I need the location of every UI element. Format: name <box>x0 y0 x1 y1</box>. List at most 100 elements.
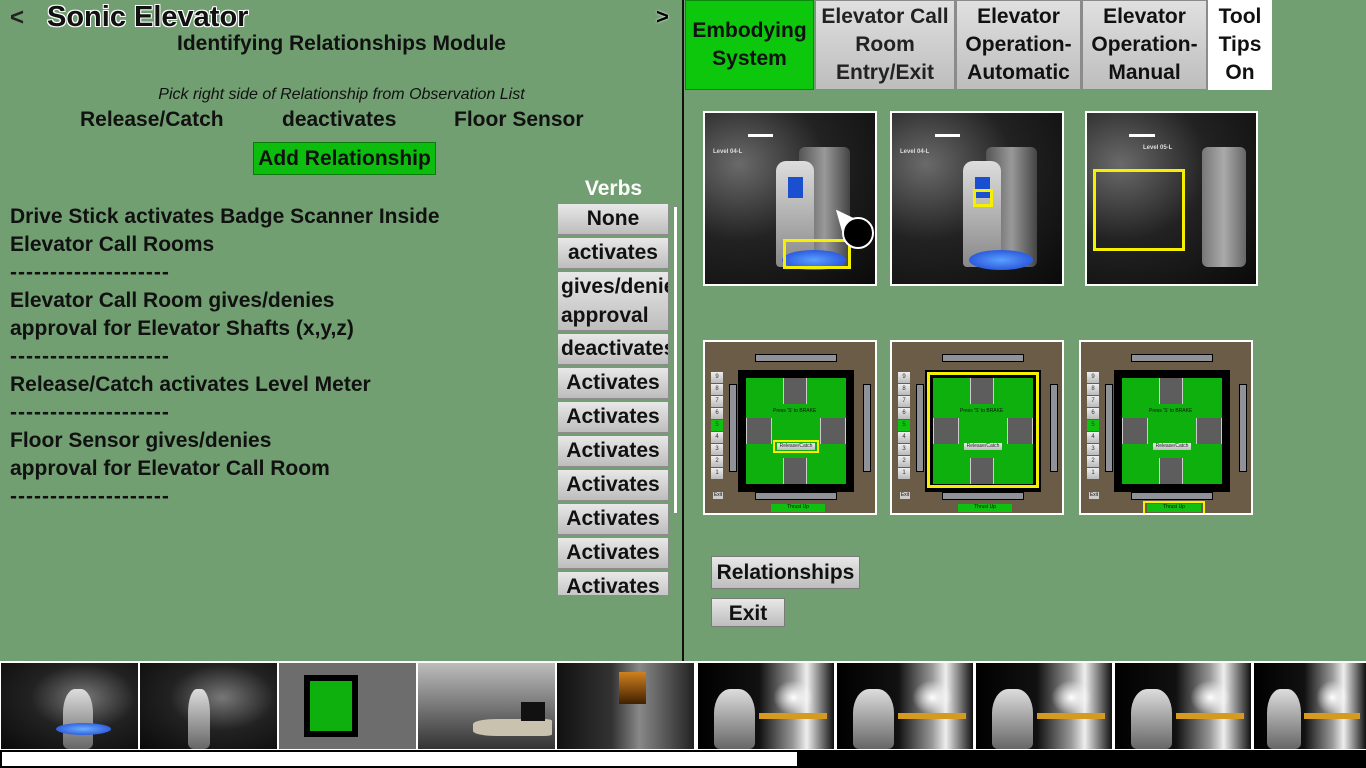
floor-button: 4 <box>898 432 910 443</box>
separator: -------------------- <box>10 485 170 508</box>
relationships-button[interactable]: Relationships <box>711 556 860 589</box>
glow <box>1050 680 1092 715</box>
thrust-bar <box>1131 492 1213 500</box>
relationship-right-term[interactable]: Floor Sensor <box>454 108 584 131</box>
verb-button[interactable]: activates <box>557 237 669 269</box>
floor-button: 1 <box>711 468 723 479</box>
arrow-right-icon <box>820 418 846 444</box>
previous-button[interactable]: < <box>10 4 25 31</box>
control-field <box>303 675 359 737</box>
panel-divider <box>682 0 684 661</box>
hover-pad <box>968 249 1034 271</box>
filmstrip-thumbnail[interactable] <box>976 663 1112 749</box>
level-sign: Level 05-L <box>1143 145 1173 151</box>
verbs-title: Verbs <box>584 177 643 200</box>
robot-figure <box>1131 688 1173 749</box>
control-panel-image-field[interactable]: Press 'S' to BRAKE Release/Catch 9 8 7 6… <box>890 340 1064 515</box>
shaft-window <box>618 671 647 705</box>
verb-button[interactable]: Activates <box>557 469 669 501</box>
tab-embodying-system[interactable]: Embodying System <box>685 0 814 90</box>
floor-button: 9 <box>898 372 910 383</box>
floor-button: 6 <box>1087 408 1099 419</box>
next-button[interactable]: > <box>656 4 669 29</box>
verb-button[interactable]: Activates <box>557 503 669 535</box>
level-bar <box>1105 384 1113 472</box>
floor-button-active: 5 <box>898 420 910 431</box>
floor-button: 9 <box>1087 372 1099 383</box>
relationship-item: Elevator Call Room gives/denies approval… <box>10 287 550 371</box>
verb-button[interactable]: Activates <box>557 367 669 399</box>
verb-button[interactable]: Activates <box>557 537 669 569</box>
verb-button[interactable]: Activates <box>557 401 669 433</box>
level-bar <box>1239 384 1247 472</box>
hover-pad <box>55 723 111 736</box>
glow <box>1315 680 1350 715</box>
filmstrip-thumbnail[interactable] <box>418 663 555 749</box>
filmstrip-thumbnail[interactable] <box>140 663 277 749</box>
highlight-box <box>773 440 819 453</box>
robot-figure <box>1267 688 1302 749</box>
thrust-bar <box>942 492 1024 500</box>
thrust-bar <box>942 354 1024 362</box>
arrow-up-icon <box>1159 378 1183 404</box>
control-panel-image-release[interactable]: Press 'S' to BRAKE Release/Catch 9 8 7 6… <box>703 340 877 515</box>
filmstrip-thumbnail[interactable] <box>837 663 973 749</box>
ceiling-light <box>747 133 773 137</box>
filmstrip-thumbnail[interactable] <box>1254 663 1366 749</box>
verb-button[interactable]: deactivates <box>557 333 669 365</box>
floor-button: 1 <box>1087 468 1099 479</box>
arrow-right-icon <box>1196 418 1222 444</box>
glow <box>772 680 814 715</box>
verbs-scrollbar[interactable] <box>673 206 678 514</box>
filmstrip-thumbnail[interactable] <box>1 663 138 749</box>
add-relationship-button[interactable]: Add Relationship <box>253 142 436 175</box>
floor-button: 2 <box>1087 456 1099 467</box>
highlight-box <box>783 239 851 269</box>
arrow-left-icon <box>746 418 772 444</box>
verb-button[interactable]: Activates <box>557 435 669 467</box>
tab-elevator-call-room[interactable]: Elevator Call Room Entry/Exit <box>815 0 955 90</box>
exit-button[interactable]: Exit <box>711 598 785 627</box>
floor-button: 6 <box>898 408 910 419</box>
highlight-box <box>1093 169 1185 251</box>
relationship-line: Elevator Call Rooms <box>10 233 215 256</box>
stripe <box>898 712 967 719</box>
control-panel-image-thrust[interactable]: Press 'S' to BRAKE Release/Catch 9 8 7 6… <box>1079 340 1253 515</box>
robot-figure <box>992 688 1034 749</box>
floor-button: 4 <box>711 432 723 443</box>
relationship-verb[interactable]: deactivates <box>282 108 397 131</box>
horizontal-scrollbar[interactable] <box>0 750 1366 768</box>
floor-button: 3 <box>898 444 910 455</box>
tab-elevator-operation-automatic[interactable]: Elevator Operation-Automatic <box>956 0 1081 90</box>
verb-button[interactable]: None <box>557 203 669 235</box>
filmstrip-thumbnail[interactable] <box>279 663 416 749</box>
glow <box>911 680 953 715</box>
relationship-line: Elevator Call Room gives/denies <box>10 289 335 312</box>
scrollbar-thumb[interactable] <box>2 752 797 766</box>
tool-tips-toggle[interactable]: Tool Tips On <box>1208 0 1272 90</box>
floor-button: 2 <box>898 456 910 467</box>
filmstrip-thumbnail[interactable] <box>557 663 694 749</box>
instruction-text: Pick right side of Relationship from Obs… <box>158 86 525 103</box>
release-catch-button: Release/Catch <box>777 443 815 450</box>
relationship-item: Drive Stick activates Badge Scanner Insi… <box>10 203 550 287</box>
relationship-line: Floor Sensor gives/denies <box>10 429 272 452</box>
robot-figure <box>853 688 895 749</box>
verb-button[interactable]: gives/denies approval for <box>557 271 669 331</box>
filmstrip-thumbnail[interactable] <box>698 663 834 749</box>
verb-button[interactable]: Activates <box>557 571 669 595</box>
robot-figure <box>963 160 1001 267</box>
tab-elevator-operation-manual[interactable]: Elevator Operation-Manual <box>1082 0 1207 90</box>
ceiling-light <box>1129 133 1155 137</box>
scene-image-shaft[interactable]: Level 05-L <box>1085 111 1258 286</box>
monitor <box>520 701 546 721</box>
relationship-line: Release/Catch activates Level Meter <box>10 373 371 396</box>
highlight-box <box>927 372 1039 488</box>
level-bar <box>863 384 871 472</box>
scene-image-scanner[interactable]: Level 04-L <box>890 111 1064 286</box>
ceiling-light <box>934 133 960 137</box>
scene-image-pad[interactable]: Level 04-L <box>703 111 877 286</box>
arrow-up-icon <box>783 378 807 404</box>
relationship-left-term[interactable]: Release/Catch <box>80 108 224 131</box>
filmstrip-thumbnail[interactable] <box>1115 663 1251 749</box>
